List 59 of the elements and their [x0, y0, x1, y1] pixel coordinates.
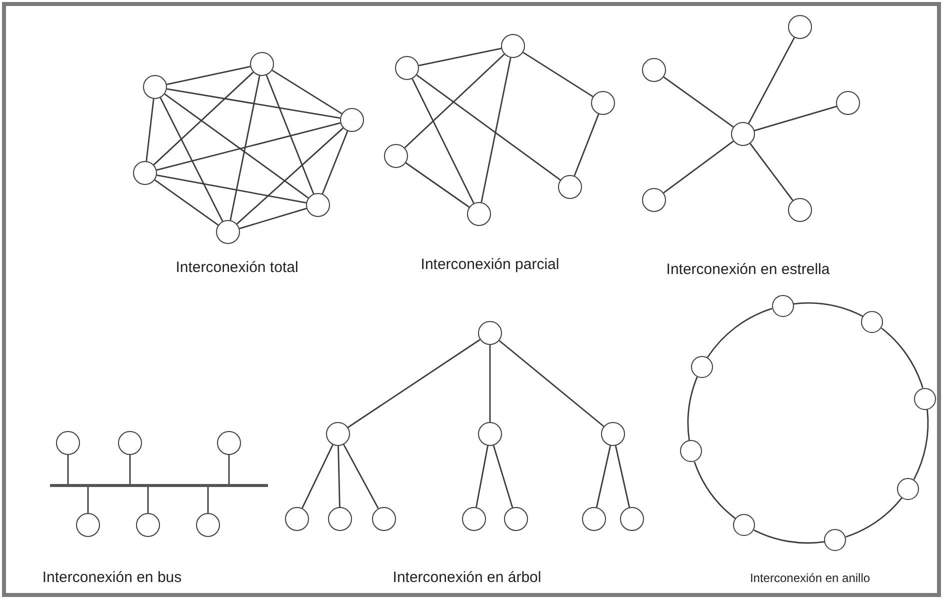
connection-line — [706, 308, 772, 358]
diagram-caption: Interconexión total — [176, 258, 298, 278]
connection-line — [687, 376, 698, 440]
connection-line — [663, 140, 734, 194]
connection-line — [207, 487, 209, 513]
connection-line — [239, 208, 307, 230]
connection-line — [153, 72, 254, 166]
connection-line — [750, 143, 794, 201]
connection-line — [476, 446, 488, 508]
connection-line — [412, 78, 474, 204]
connection-line — [164, 93, 309, 199]
connection-line — [405, 162, 470, 208]
diagram-caption: Interconexión en árbol — [392, 568, 542, 588]
connection-line — [343, 444, 379, 509]
connection-line — [404, 54, 505, 148]
connection-line — [754, 106, 837, 132]
connection-line — [228, 455, 230, 484]
connection-line — [793, 302, 864, 317]
connection-line — [596, 446, 612, 508]
diagram-caption: Interconexión parcial — [420, 254, 560, 275]
connection-line — [67, 455, 69, 484]
connection-line — [302, 444, 334, 508]
connection-line — [236, 128, 344, 224]
connection-line — [498, 340, 604, 427]
connection-line — [160, 97, 224, 222]
connection-line — [230, 76, 260, 220]
connection-line — [146, 98, 154, 162]
connection-line — [416, 74, 561, 180]
connection-line — [663, 76, 734, 128]
connection-line — [166, 66, 250, 86]
connection-line — [694, 461, 736, 520]
connection-line — [418, 48, 502, 66]
connection-line — [492, 445, 514, 508]
connection-line — [166, 88, 340, 119]
connection-line — [522, 52, 594, 98]
connection-line — [574, 114, 600, 176]
connection-line — [480, 58, 512, 202]
connection-line — [156, 174, 306, 204]
connection-line — [154, 179, 219, 226]
connection-line — [748, 37, 795, 124]
diagram-caption: Interconexión en anillo — [750, 570, 870, 587]
connection-line — [129, 455, 131, 484]
connection-line — [846, 497, 902, 538]
connection-line — [147, 487, 149, 513]
connection-line — [913, 409, 929, 480]
bus-line — [50, 484, 268, 487]
connection-line — [272, 70, 342, 114]
connection-line — [489, 345, 491, 422]
diagram-caption: Interconexión en bus — [42, 568, 182, 588]
connection-line — [322, 130, 348, 194]
connection-line — [881, 328, 924, 388]
diagram-caption: Interconexión en estrella — [666, 260, 830, 280]
connection-line — [754, 530, 824, 544]
connection-line — [87, 487, 89, 513]
connection-line — [348, 339, 480, 428]
connection-line — [266, 74, 314, 194]
connection-line — [614, 446, 630, 508]
connection-line — [338, 446, 340, 508]
connection-line — [156, 122, 341, 171]
